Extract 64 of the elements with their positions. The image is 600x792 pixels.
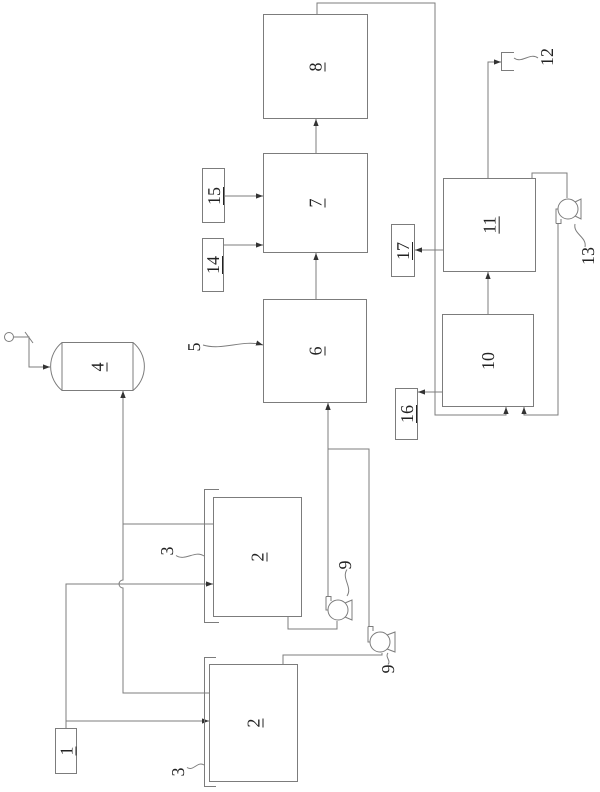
- pump-symbol: [555, 198, 582, 224]
- callout-number: 5: [185, 342, 203, 352]
- flow-arrow: [414, 247, 444, 253]
- process-box: [55, 728, 77, 774]
- flow-arrow: [316, 2, 509, 416]
- reference-number: 2: [248, 552, 266, 562]
- reference-number: 15: [204, 186, 222, 204]
- flow-arrow: [313, 118, 319, 154]
- reference-number: 17: [394, 242, 412, 260]
- pump-symbol: [325, 596, 353, 621]
- process-box: [202, 168, 225, 223]
- process-box: [209, 664, 298, 782]
- callout-number: 3: [158, 546, 176, 556]
- pipe-line: [282, 652, 382, 664]
- reference-number: 2: [244, 718, 262, 728]
- bracket-frame: [204, 489, 219, 623]
- outlet-symbol: [501, 52, 514, 71]
- reference-number: 7: [306, 198, 324, 208]
- leader-line: [176, 554, 204, 558]
- reference-number: 1: [57, 746, 75, 756]
- pipe-line: [532, 172, 568, 198]
- flow-arrow: [418, 389, 442, 395]
- flow-arrow: [325, 402, 370, 626]
- flow-arrow: [313, 252, 319, 300]
- leader-line: [514, 56, 538, 60]
- process-box: [442, 314, 534, 407]
- process-box: [443, 178, 536, 272]
- process-box: [213, 497, 302, 617]
- reference-number: 11: [480, 216, 498, 234]
- callout-number: 13: [579, 247, 597, 265]
- pipe-line: [288, 616, 338, 630]
- reference-number: 14: [204, 256, 222, 274]
- capsule-tank: [50, 342, 145, 391]
- leader-line: [574, 224, 586, 248]
- pump-symbol: [367, 626, 396, 653]
- reference-number: 16: [398, 405, 416, 423]
- reference-number: 6: [306, 346, 324, 356]
- flow-arrow: [118, 390, 210, 694]
- callout-number: 12: [538, 48, 556, 66]
- flow-arrow: [488, 59, 502, 178]
- process-box: [395, 388, 418, 440]
- callout-number: 3: [169, 768, 187, 776]
- process-box: [263, 153, 368, 253]
- leader-line: [344, 569, 350, 596]
- flow-arrow: [66, 718, 210, 728]
- process-box: [391, 224, 415, 277]
- flow-arrow: [521, 224, 558, 416]
- circle-symbol: [4, 332, 14, 342]
- leader-line: [186, 764, 204, 769]
- leader-line: [386, 652, 390, 665]
- process-box: [263, 14, 368, 119]
- process-box: [263, 299, 367, 403]
- callout-number: 9: [336, 560, 354, 570]
- reference-number: 10: [479, 352, 497, 370]
- reference-number: 8: [306, 62, 324, 71]
- flow-arrow: [224, 242, 264, 248]
- reference-number: 4: [88, 362, 106, 371]
- flow-arrow: [224, 193, 264, 199]
- flow-arrow: [14, 336, 50, 370]
- flow-arrow: [485, 272, 491, 314]
- bracket-frame: [204, 657, 216, 787]
- callout-number: 9: [379, 664, 397, 674]
- process-box: [202, 238, 224, 292]
- leader-arrow: [202, 340, 264, 348]
